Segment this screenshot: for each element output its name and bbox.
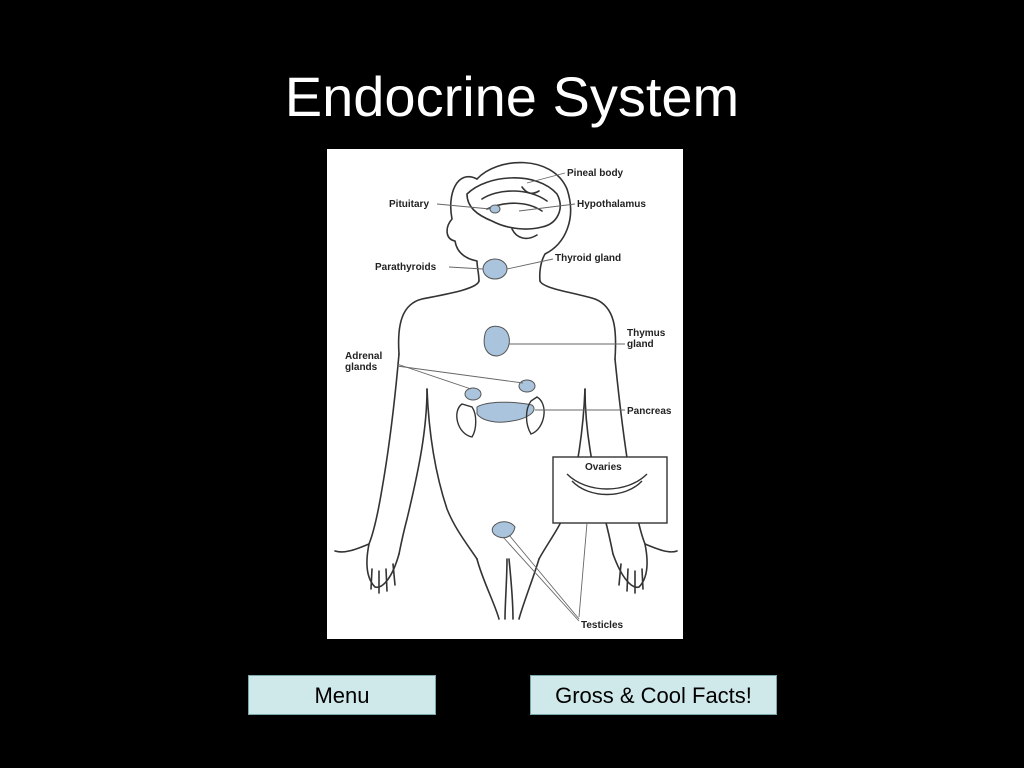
pancreas-shape bbox=[476, 401, 535, 423]
adrenal-gland-left bbox=[464, 387, 482, 401]
thyroid-gland-shape bbox=[482, 258, 508, 280]
label-adrenal-line2: glands bbox=[345, 362, 378, 373]
label-ovaries: Ovaries bbox=[585, 462, 622, 473]
thymus-gland-shape bbox=[483, 325, 510, 357]
label-pituitary: Pituitary bbox=[389, 199, 429, 210]
label-adrenal-line1: Adrenal bbox=[345, 351, 382, 362]
label-thymus-line2: gland bbox=[627, 339, 654, 350]
gross-cool-facts-button[interactable]: Gross & Cool Facts! bbox=[530, 675, 777, 715]
endocrine-diagram-svg: Pineal body Pituitary Hypothalamus Parat… bbox=[334, 161, 678, 631]
label-thymus-line1: Thymus bbox=[627, 328, 666, 339]
label-hypothalamus: Hypothalamus bbox=[577, 199, 646, 210]
adrenal-gland-right bbox=[518, 379, 536, 393]
ovaries-inset bbox=[552, 456, 668, 524]
kidneys bbox=[456, 396, 545, 438]
menu-button[interactable]: Menu bbox=[248, 675, 436, 715]
label-pancreas: Pancreas bbox=[627, 406, 672, 417]
label-parathyroids: Parathyroids bbox=[375, 262, 437, 273]
endocrine-diagram: Pineal body Pituitary Hypothalamus Parat… bbox=[327, 149, 683, 639]
label-thyroid-gland: Thyroid gland bbox=[555, 253, 621, 264]
body-outline bbox=[334, 161, 678, 620]
label-pineal-body: Pineal body bbox=[567, 168, 624, 179]
diagram-labels: Pineal body Pituitary Hypothalamus Parat… bbox=[345, 168, 672, 631]
label-testicles: Testicles bbox=[581, 620, 623, 631]
testicles-shape bbox=[491, 521, 516, 539]
pituitary-gland bbox=[489, 204, 501, 214]
slide-title: Endocrine System bbox=[284, 65, 740, 128]
leader-lines bbox=[396, 172, 625, 622]
